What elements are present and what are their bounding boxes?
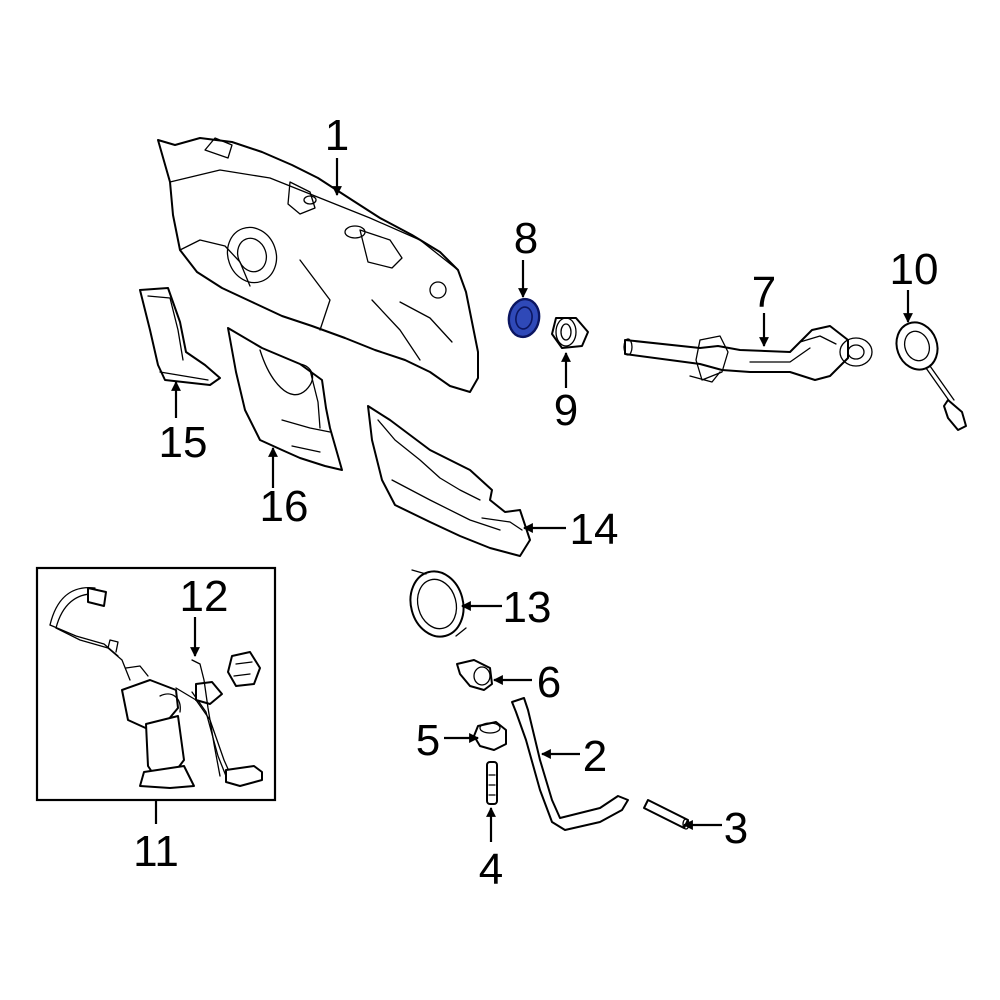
lock-ring[interactable] <box>403 565 470 642</box>
callout-10: 10 <box>890 245 939 294</box>
callout-numbers: 1 8 9 7 10 15 16 14 13 6 5 2 3 4 12 11 <box>133 111 938 894</box>
filler-grommet[interactable] <box>551 317 589 349</box>
tank-shield-bracket[interactable] <box>227 327 343 471</box>
callout-2: 2 <box>583 732 607 781</box>
callout-1: 1 <box>325 111 349 160</box>
callout-8: 8 <box>514 214 538 263</box>
heat-shield-left[interactable] <box>139 287 221 386</box>
callout-16: 16 <box>260 482 309 531</box>
fuel-level-sender[interactable] <box>191 659 221 777</box>
callout-4: 4 <box>479 845 503 894</box>
retaining-nut[interactable] <box>456 659 493 691</box>
leader-lines <box>154 158 913 842</box>
callout-14: 14 <box>570 505 619 554</box>
callout-7: 7 <box>752 268 776 317</box>
filler-pipe[interactable] <box>623 325 873 383</box>
callout-9: 9 <box>554 386 578 435</box>
callout-13: 13 <box>503 583 552 632</box>
flange-nut[interactable] <box>473 721 507 751</box>
fuel-tank[interactable] <box>157 137 479 393</box>
callout-11: 11 <box>133 827 179 876</box>
stud[interactable] <box>486 761 498 805</box>
callout-6: 6 <box>537 658 561 707</box>
fuel-cap[interactable] <box>890 317 967 431</box>
strap-pin[interactable] <box>643 799 690 830</box>
callout-15: 15 <box>159 418 208 467</box>
callout-5: 5 <box>416 716 440 765</box>
fuel-pump-assembly <box>49 587 263 789</box>
callout-3: 3 <box>724 804 748 853</box>
heat-shield-lower[interactable] <box>367 405 531 557</box>
fuel-pump-assembly-box[interactable] <box>35 566 277 802</box>
filler-neck-seal[interactable] <box>506 297 542 340</box>
tank-strap[interactable] <box>511 697 629 831</box>
callout-12: 12 <box>180 572 229 621</box>
